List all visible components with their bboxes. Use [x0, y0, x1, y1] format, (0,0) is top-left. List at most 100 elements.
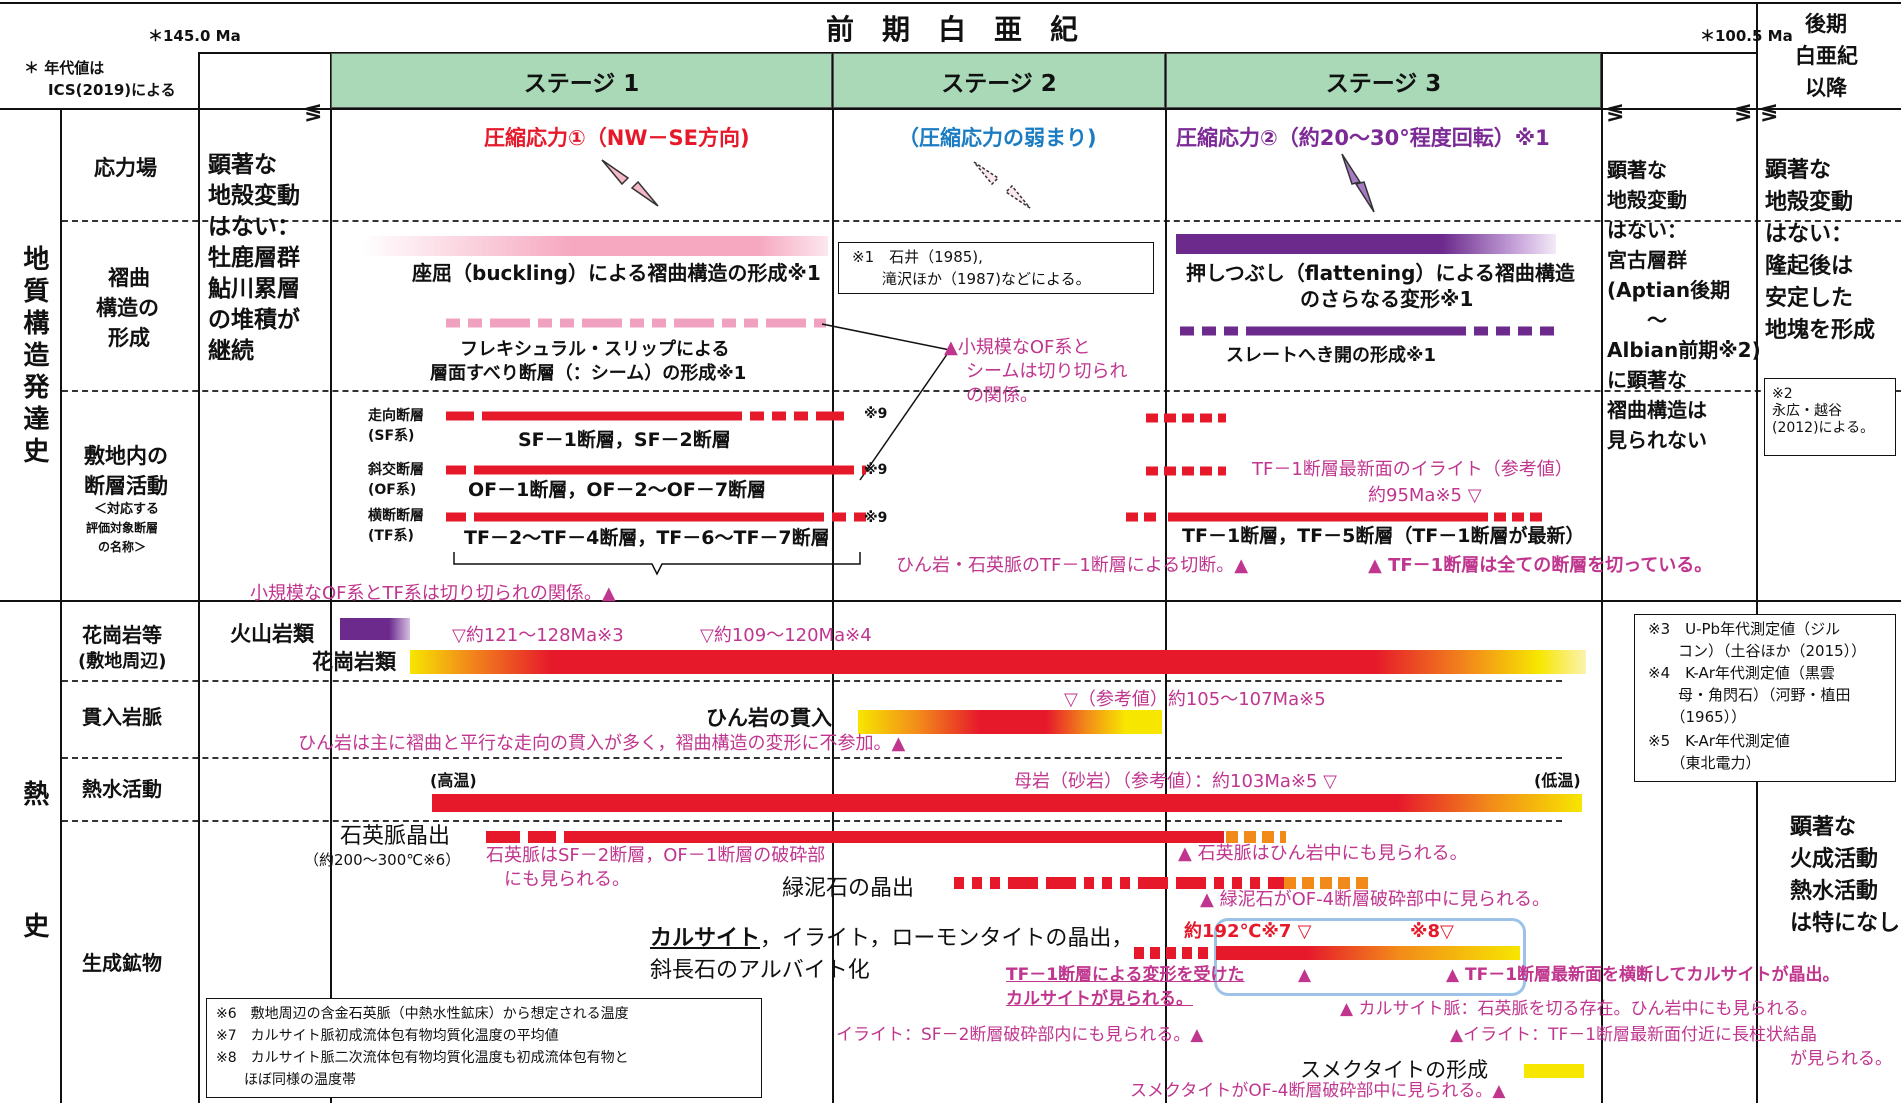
temp-192-label: 約192℃※7 ▽ — [1184, 921, 1312, 942]
note-7: ※7 カルサイト脈初成流体包有物均質化温度の平均値 — [216, 1028, 559, 1044]
row-label-fault-3: ＜対応する — [94, 502, 160, 517]
row-label-mineral: 生成鉱物 — [82, 951, 162, 975]
age-end-label: ＊100.5 Ma — [1700, 27, 1793, 45]
slate-text: スレートへき開の形成※1 — [1226, 345, 1437, 366]
row-label-fault-1: 敷地内の — [84, 444, 168, 468]
stress-1-arrows-icon — [601, 159, 659, 207]
sf-note-9: ※9 — [864, 406, 888, 422]
volcanic-bar — [340, 618, 410, 640]
smectite-bar — [1524, 1064, 1584, 1078]
deformed-calcite-mark: ▲ — [1298, 965, 1312, 985]
note-3-line-1: ※3 U-Pb年代測定値（ジル — [1648, 620, 1841, 638]
of-tf-relation-note: 小規模なOF系とTF系は切り切られの関係。▲ — [250, 583, 616, 604]
buckling-text: 座屈（buckling）による褶曲構造の形成※1 — [412, 261, 821, 285]
tf1-illite-age-1: TF－1断層最新面のイライト（参考値） — [1252, 459, 1573, 480]
row-label-fold-3: 形成 — [108, 326, 150, 350]
chlorite-bar — [954, 877, 1374, 889]
note-2: ※2 永広・越谷 (2012)による。 — [1772, 386, 1875, 436]
break-mark-2: ≶ — [1606, 100, 1625, 125]
pre-stage-geology-text: 顕著な 地殻変動 はない： 牡鹿層群 鮎川累層 の堆積が 継続 — [208, 152, 300, 364]
quartz-bar — [486, 831, 1286, 843]
late-thermal-text: 顕著な 火成活動 熱水活動 は特になし — [1790, 815, 1901, 936]
flexural-text-2: 層面すべり断層（：シーム）の形成※1 — [430, 363, 747, 384]
quartz-label: 石英脈晶出 — [340, 824, 451, 849]
stage-3-header: ステージ 3 — [1166, 53, 1601, 108]
volcanic-label: 火山岩類 — [230, 622, 314, 646]
row-label-hydro: 熱水活動 — [82, 777, 162, 801]
notes-345-box — [1634, 614, 1896, 782]
sf-label-2: (SF系) — [368, 428, 415, 444]
of-seam-note-3: の関係。 — [966, 385, 1038, 406]
porphyrite-bar — [858, 710, 1162, 734]
smectite-label: スメクタイトの形成 — [1300, 1058, 1489, 1082]
calcite-dashed-bar — [1134, 947, 1214, 959]
granite-bar — [410, 650, 1586, 674]
late-label-1: 後期 — [1805, 12, 1847, 36]
hydro-bar — [432, 794, 1582, 812]
tf-note-9: ※9 — [864, 510, 888, 526]
porphyrite-note: ひん岩は主に褶曲と平行な走向の貫入が多く，褶曲構造の変形に不参加。▲ — [298, 733, 906, 754]
row-label-fault-4: 評価対象断層 — [86, 521, 159, 535]
calcite-bar — [1216, 946, 1520, 960]
note-4-line-3: （1965）） — [1648, 708, 1747, 726]
note-2-box — [1764, 378, 1896, 456]
stress-2-text: （圧縮応力の弱まり) — [898, 126, 1097, 150]
flattening-bar — [1176, 234, 1556, 254]
crosscut-calcite-note: ▲ TF－1断層最新面を横断してカルサイトが晶出。 — [1446, 965, 1840, 985]
section-divider — [0, 600, 1901, 602]
note-8-line-1: ※8 カルサイト脈二次流体包有物均質化温度も初成流体包有物と — [216, 1050, 629, 1066]
hydro-low-label: (低温) — [1534, 771, 1581, 790]
tf-fault-bar — [446, 512, 866, 522]
of-seam-leader-line — [821, 323, 951, 481]
tf-fault-names: TF－2～TF－4断層，TF－6～TF－7断層 — [464, 527, 830, 549]
notes-678-box — [206, 998, 762, 1098]
note-3-line-2: コン）（土谷ほか（2015）） — [1648, 642, 1867, 660]
row-line-dike — [62, 757, 1562, 759]
calcite-highlight-box — [1214, 918, 1526, 996]
note-5-line-1: ※5 K-Ar年代測定値 — [1648, 732, 1790, 750]
period-title: 前 期 白 亜 紀 — [826, 13, 1079, 46]
age-note-1: ＊ 年代値は — [24, 59, 105, 77]
break-mark-3: ≶ — [1734, 100, 1753, 125]
tf3-fault-names: TF－1断層，TF－5断層（TF－1断層が最新） — [1182, 525, 1585, 547]
col-line-rowlabel — [198, 52, 200, 1103]
sf-label-1: 走向断層 — [368, 408, 424, 424]
of-seam-note-1: ▲小規模なOF系と — [944, 337, 1091, 358]
late-geology-text: 顕著な 地殻変動 はない： 隆起後は 安定した 地塊を形成 — [1765, 158, 1876, 343]
break-mark-1: ≶ — [304, 100, 323, 125]
deformed-calcite-1: TF－1断層による変形を受けた — [1006, 965, 1245, 985]
tf3-fault-bar — [1126, 512, 1546, 522]
of-seam-note-2: シームは切り切られ — [966, 361, 1128, 382]
tf-group-brace — [453, 552, 861, 576]
hydro-high-label: (高温) — [430, 771, 477, 790]
of-note-9: ※9 — [864, 462, 888, 478]
illite-tf1-note-2: が見られる。 — [1790, 1049, 1892, 1069]
row-label-dike: 貫入岩脈 — [82, 705, 162, 729]
row-label-stress: 応力場 — [94, 156, 157, 180]
tf-label-1: 横断断層 — [368, 508, 424, 524]
slate-dashed-bar — [1180, 326, 1554, 336]
col-line-section — [60, 108, 62, 1103]
smectite-note: スメクタイトがOF-4断層破砕部中に見られる。▲ — [1130, 1081, 1506, 1101]
tf1-cuts-all-note: ▲ TF－1断層は全ての断層を切っている。 — [1368, 555, 1713, 576]
porphyrite-age: ▽（参考値）約105～107Ma※5 — [1064, 689, 1326, 710]
row-line-hydro — [62, 820, 1562, 822]
flexural-text-1: フレキシュラル・スリップによる — [460, 339, 730, 360]
col-line-stage2-start — [832, 52, 834, 1103]
stress-3-arrows-icon — [1341, 153, 1375, 213]
note-4-line-1: ※4 K-Ar年代測定値（黒雲 — [1648, 664, 1835, 682]
quartz-note-2: にも見られる。 — [504, 869, 630, 890]
post-stage-geology-text: 顕著な 地殻変動 はない： 宮古層群 (Aptian後期 ～ Albian前期※… — [1607, 158, 1761, 452]
quartz-note-1: 石英脈はSF－2断層，OF－1断層の破砕部 — [486, 845, 826, 866]
granite-age-2: ▽約109～120Ma※4 — [700, 625, 872, 646]
quartz-temp: （約200～300℃※6） — [304, 851, 461, 869]
section-geology: 地質構造発達史 — [18, 245, 49, 469]
row-label-fold-2: 構造の — [96, 296, 159, 320]
illite-tf1-note-1: ▲イライト：TF－1断層最新面付近に長柱状結晶 — [1450, 1025, 1818, 1045]
of-label-1: 斜交断層 — [368, 462, 424, 478]
of3-fault-bar — [1146, 466, 1226, 476]
quartz-in-porphyrite-note: ▲ 石英脈はひん岩中にも見られる。 — [1178, 843, 1468, 864]
chlorite-note: ▲ 緑泥石がOF-4断層破砕部中に見られる。 — [1200, 889, 1551, 910]
row-label-fault-2: 断層活動 — [84, 474, 168, 498]
note-1-box — [838, 242, 1154, 294]
